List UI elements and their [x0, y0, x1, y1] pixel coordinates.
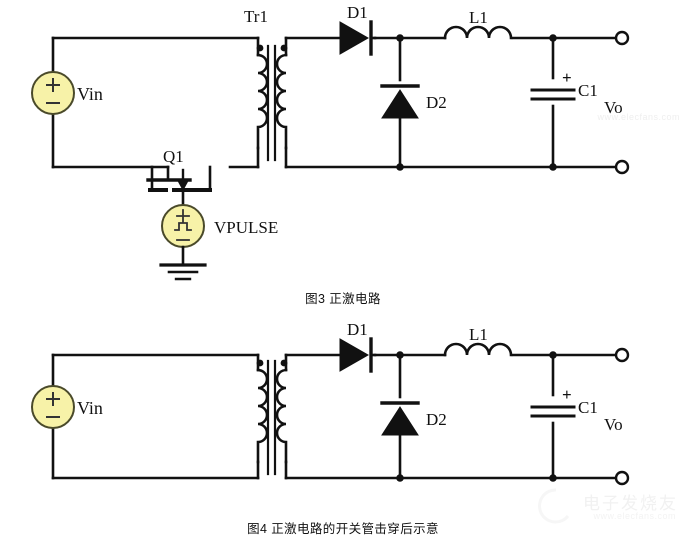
circuit-2-labels: Vin D1 D2 L1 C1 + Vo [77, 320, 623, 434]
output-terminals-2 [614, 347, 630, 486]
diode-d1 [339, 20, 377, 56]
label-cap-plus-2: + [562, 385, 572, 404]
figure-caption-4: 图4 正激电路的开关管击穿后示意 [247, 522, 439, 536]
circuit-1-labels: Vin Tr1 Q1 VPULSE D1 D2 L1 C1 + Vo [77, 3, 623, 237]
transformer-unlabeled-2 [256, 359, 288, 476]
label-vo-2: Vo [604, 415, 623, 434]
label-vin-2: Vin [77, 398, 103, 418]
label-d2-1: D2 [426, 93, 447, 112]
label-d1-2: D1 [347, 320, 368, 339]
inductor-l1-2 [443, 342, 513, 357]
pulse-source-vpulse [161, 204, 205, 267]
label-d1-1: D1 [347, 3, 368, 22]
voltage-source-vin [31, 71, 75, 115]
junction-dots-2 [396, 351, 557, 482]
diode-d2-2 [380, 401, 420, 436]
diode-d1-2 [339, 337, 377, 373]
label-vpulse: VPULSE [214, 218, 278, 237]
label-c1-2: C1 [578, 398, 598, 417]
label-c1-1: C1 [578, 81, 598, 100]
label-vo-1: Vo [604, 98, 623, 117]
capacitor-c1 [530, 88, 576, 101]
voltage-source-vin-2 [31, 385, 75, 429]
mosfet-q1 [146, 165, 212, 207]
label-cap-plus-1: + [562, 68, 572, 87]
label-l1-2: L1 [469, 325, 488, 344]
transformer-tr1 [256, 44, 288, 162]
junction-dots [396, 34, 557, 171]
label-q1: Q1 [163, 147, 184, 166]
primary-loop-wires-2 [51, 353, 260, 480]
brand-mark-icon [538, 488, 570, 524]
inductor-l1 [443, 25, 513, 40]
label-d2-2: D2 [426, 410, 447, 429]
ground-symbol [159, 263, 207, 281]
output-terminals [614, 30, 630, 175]
label-tr1: Tr1 [244, 7, 268, 26]
circuit-1-group [31, 20, 630, 281]
secondary-wires [284, 36, 617, 169]
label-l1-1: L1 [469, 8, 488, 27]
secondary-wires-2 [284, 353, 617, 480]
circuit-2-group [31, 337, 630, 486]
label-vin-1: Vin [77, 84, 103, 104]
capacitor-c1-2 [530, 405, 576, 418]
diode-d2 [380, 84, 420, 119]
figure-caption-3: 图3 正激电路 [305, 292, 381, 306]
